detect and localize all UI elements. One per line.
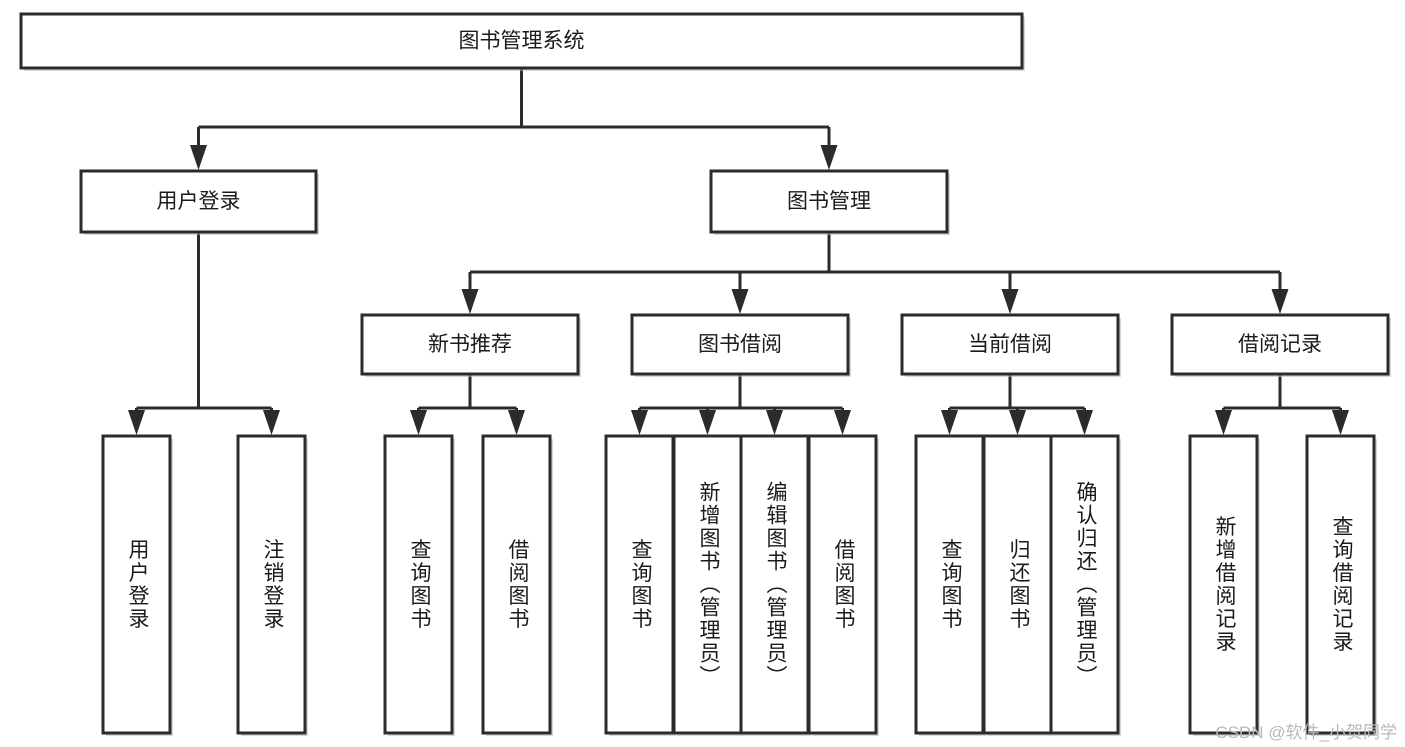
node-label: 图书管理	[787, 190, 871, 213]
connector-group-user-login	[128, 232, 280, 435]
node-label: 查询图书	[408, 539, 432, 631]
node-box[interactable]	[914, 434, 985, 735]
node-label: 图书管理系统	[459, 30, 585, 53]
node-box[interactable]	[1049, 434, 1120, 735]
node-box[interactable]	[672, 434, 743, 735]
arrow-head-icon	[128, 410, 145, 435]
node-label: 编辑图书（管理员）	[764, 481, 788, 688]
node-label: 用户登录	[126, 539, 150, 631]
node-leaf-query-book-3[interactable]: 查询图书	[914, 434, 986, 736]
node-layer: 图书管理系统用户登录图书管理新书推荐图书借阅当前借阅借阅记录用户登录注销登录查询…	[19, 12, 1391, 736]
node-leaf-query-book-2[interactable]: 查询图书	[604, 434, 676, 736]
node-box[interactable]	[604, 434, 675, 735]
node-leaf-query-record[interactable]: 查询借阅记录	[1305, 434, 1377, 736]
arrow-head-icon	[699, 410, 716, 435]
arrow-head-icon	[820, 145, 838, 170]
node-book-manage[interactable]: 图书管理	[709, 169, 950, 235]
node-current-borrow[interactable]: 当前借阅	[900, 313, 1121, 377]
node-box[interactable]	[236, 434, 307, 735]
arrow-head-icon	[766, 410, 783, 435]
node-box[interactable]	[982, 434, 1053, 735]
node-box[interactable]	[101, 434, 172, 735]
node-label: 查询图书	[939, 539, 963, 631]
arrow-head-icon	[1009, 410, 1026, 435]
arrow-head-icon	[190, 145, 207, 170]
arrow-head-icon	[941, 410, 958, 435]
node-label: 用户登录	[157, 190, 241, 213]
arrow-head-icon	[508, 410, 525, 435]
node-box[interactable]	[383, 434, 454, 735]
arrow-head-icon	[834, 410, 851, 435]
node-box[interactable]	[79, 169, 318, 234]
arrow-head-icon	[1332, 410, 1349, 435]
node-leaf-return-book[interactable]: 归还图书	[982, 434, 1054, 736]
node-label: 归还图书	[1007, 539, 1031, 631]
connector-group-book-borrow	[631, 374, 851, 435]
node-label: 借阅记录	[1238, 333, 1322, 356]
node-leaf-edit-book[interactable]: 编辑图书（管理员）	[739, 434, 811, 736]
node-label: 新增图书（管理员）	[697, 481, 721, 688]
node-root[interactable]: 图书管理系统	[19, 12, 1025, 71]
node-leaf-add-book[interactable]: 新增图书（管理员）	[672, 434, 744, 736]
arrow-head-icon	[461, 289, 479, 314]
node-box[interactable]	[1305, 434, 1376, 735]
connector-layer	[128, 68, 1349, 435]
connector-group-borrow-record	[1215, 374, 1349, 435]
csdn-watermark: CSDN @软件_小贺同学	[1215, 723, 1397, 742]
node-label: 查询借阅记录	[1330, 516, 1354, 654]
node-new-book-recommend[interactable]: 新书推荐	[360, 313, 581, 377]
arrow-head-icon	[410, 410, 427, 435]
node-box[interactable]	[739, 434, 810, 735]
node-box[interactable]	[709, 169, 949, 234]
connector-group-new-book-recommend	[410, 374, 525, 435]
arrow-head-icon	[731, 289, 749, 314]
node-user-login[interactable]: 用户登录	[79, 169, 319, 235]
node-box[interactable]	[1170, 313, 1390, 376]
node-leaf-query-book-1[interactable]: 查询图书	[383, 434, 455, 736]
node-leaf-borrow-book-2[interactable]: 借阅图书	[807, 434, 879, 736]
node-box[interactable]	[1188, 434, 1259, 735]
arrow-head-icon	[1215, 410, 1232, 435]
connector-group-root	[190, 68, 838, 170]
node-label: 借阅图书	[506, 539, 530, 631]
node-borrow-record[interactable]: 借阅记录	[1170, 313, 1391, 377]
node-box[interactable]	[481, 434, 552, 735]
connector-group-book-manage	[461, 232, 1289, 314]
arrow-head-icon	[263, 410, 280, 435]
node-box[interactable]	[360, 313, 580, 376]
node-label: 查询图书	[629, 539, 653, 631]
node-leaf-add-record[interactable]: 新增借阅记录	[1188, 434, 1260, 736]
node-box[interactable]	[630, 313, 850, 376]
node-label: 借阅图书	[832, 539, 856, 631]
node-box[interactable]	[900, 313, 1120, 376]
node-leaf-logout[interactable]: 注销登录	[236, 434, 308, 736]
node-box[interactable]	[807, 434, 878, 735]
arrow-head-icon	[1001, 289, 1019, 314]
arrow-head-icon	[631, 410, 648, 435]
node-leaf-user-login[interactable]: 用户登录	[101, 434, 173, 736]
node-book-borrow[interactable]: 图书借阅	[630, 313, 851, 377]
node-leaf-confirm-return[interactable]: 确认归还（管理员）	[1049, 434, 1121, 736]
node-label: 新书推荐	[428, 333, 512, 356]
node-label: 确认归还（管理员）	[1074, 481, 1098, 688]
arrow-head-icon	[1271, 289, 1289, 314]
node-leaf-borrow-book-1[interactable]: 借阅图书	[481, 434, 553, 736]
node-label: 注销登录	[261, 539, 285, 631]
connector-group-current-borrow	[941, 374, 1093, 435]
node-box[interactable]	[19, 12, 1024, 70]
node-label: 新增借阅记录	[1213, 516, 1237, 654]
node-label: 当前借阅	[968, 333, 1052, 356]
node-label: 图书借阅	[698, 333, 782, 356]
arrow-head-icon	[1076, 410, 1093, 435]
